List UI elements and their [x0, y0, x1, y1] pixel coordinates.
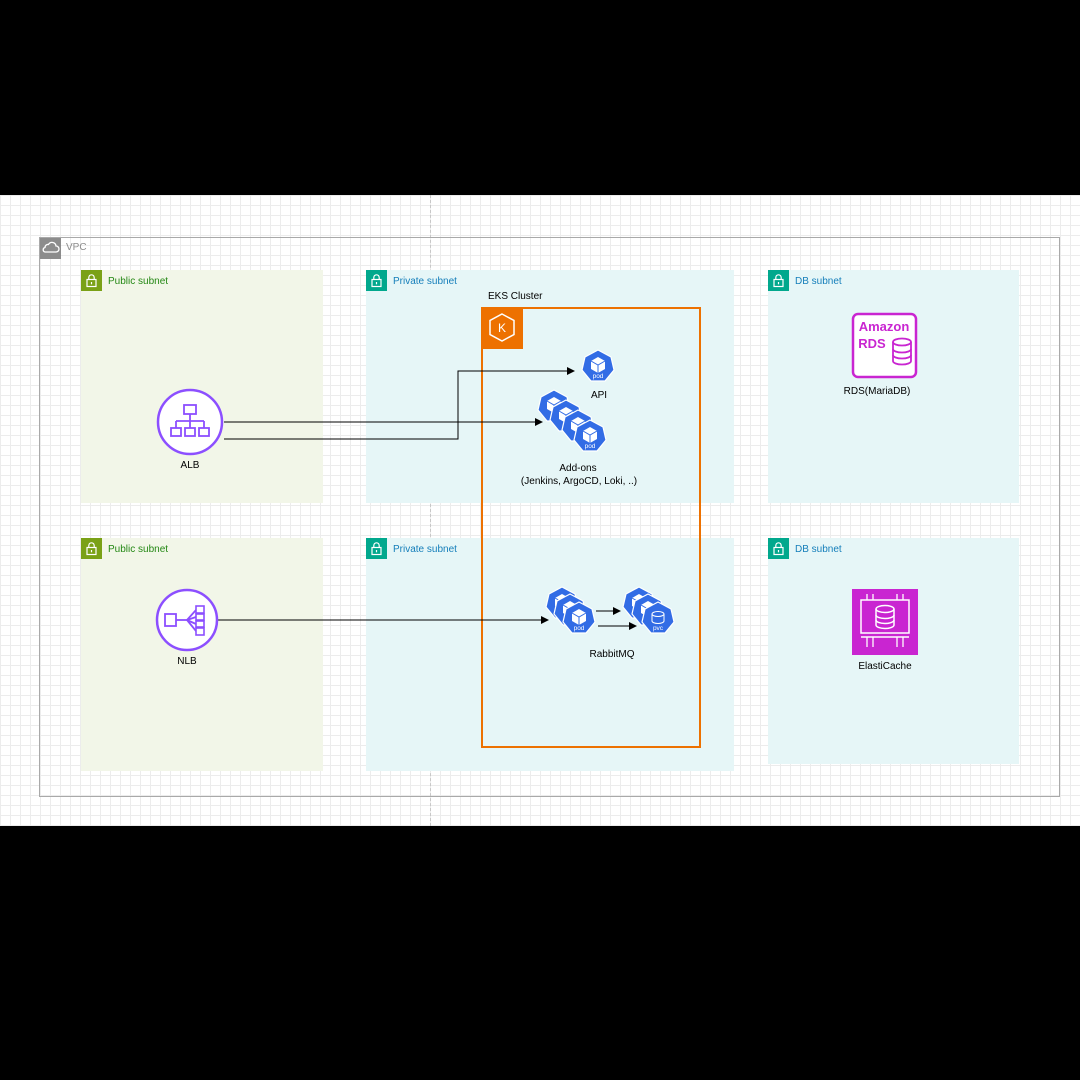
rabbitmq-pvc-stack-icon: pvc — [622, 586, 675, 634]
alb-icon — [156, 388, 224, 456]
pvc-text: pvc — [653, 625, 664, 632]
vpc-label: VPC — [66, 242, 87, 253]
connector-alb-api — [224, 367, 575, 440]
eks-cluster-group — [481, 307, 701, 748]
addons-sublabel: (Jenkins, ArgoCD, Loki, ..) — [520, 476, 638, 487]
lock-icon — [81, 270, 102, 291]
subnet-label: DB subnet — [795, 276, 842, 287]
alb-label: ALB — [180, 460, 200, 471]
elasticache-icon — [852, 589, 918, 655]
lock-icon — [366, 270, 387, 291]
api-label: API — [590, 390, 608, 401]
lock-icon — [768, 270, 789, 291]
subnet-label: Private subnet — [393, 276, 457, 287]
public-subnet-bottom: Public subnet — [81, 538, 323, 771]
rds-label: RDS(MariaDB) — [843, 386, 911, 397]
nlb-label: NLB — [177, 656, 197, 667]
rabbitmq-label: RabbitMQ — [589, 649, 635, 660]
db-subnet-top: DB subnet — [768, 270, 1019, 503]
pod-text: pod — [574, 625, 585, 632]
connector-layer: pod pod pod — [155, 312, 918, 655]
api-pod-icon: pod — [581, 349, 615, 382]
subnet-label: Private subnet — [393, 544, 457, 555]
nlb-icon — [155, 588, 219, 652]
eks-cluster-label: EKS Cluster — [488, 291, 543, 302]
cloud-icon — [40, 238, 61, 259]
lock-icon — [366, 538, 387, 559]
eks-icon: K — [481, 307, 523, 349]
addons-label: Add-ons — [559, 463, 597, 474]
eks-icon-glyph: K — [498, 321, 506, 335]
subnet-label: DB subnet — [795, 544, 842, 555]
subnet-label: Public subnet — [108, 544, 169, 555]
vpc-group: VPC — [39, 237, 1060, 797]
rds-logo-line1: Amazon — [859, 319, 910, 334]
diagram-canvas: VPC Public subnet Private subnet DB subn… — [0, 195, 1080, 826]
rds-icon: Amazon RDS — [851, 312, 918, 379]
pod-text: pod — [593, 373, 604, 380]
private-subnet-bottom: Private subnet — [366, 538, 734, 771]
pod-text: pod — [585, 443, 596, 450]
lock-icon — [81, 538, 102, 559]
rds-logo-line2: RDS — [858, 336, 886, 351]
rabbitmq-pod-stack-icon: pod — [545, 586, 596, 634]
elasticache-label: ElastiCache — [858, 661, 912, 672]
addons-pod-stack-icon: pod — [537, 389, 607, 452]
lock-icon — [768, 538, 789, 559]
subnet-label: Public subnet — [108, 276, 169, 287]
public-subnet-top: Public subnet — [81, 270, 323, 503]
page-break-line — [430, 195, 431, 826]
